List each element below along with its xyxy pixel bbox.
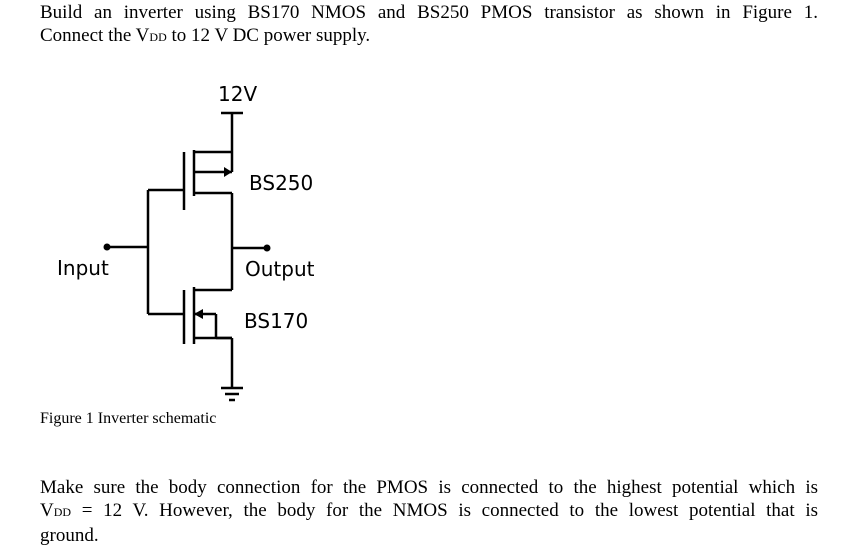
- pmos-label: BS250: [249, 171, 313, 195]
- output-terminal: [263, 244, 271, 252]
- vdd-subscript-2: DD: [53, 505, 72, 519]
- nmos-body-arrow: [194, 309, 203, 319]
- outro-line-3: ground.: [40, 525, 99, 546]
- intro-line-1: Build an inverter using BS170 NMOS and B…: [40, 2, 818, 23]
- pmos-body-arrow: [224, 167, 232, 177]
- intro-line-2-post: to 12 V DC power supply.: [166, 25, 371, 46]
- intro-line-2: Connect the VDD to 12 V DC power supply.: [40, 24, 818, 49]
- vdd-subscript: DD: [149, 30, 167, 44]
- intro-paragraph: Build an inverter using BS170 NMOS and B…: [40, 1, 818, 49]
- outro-line-1: Make sure the body connection for the PM…: [40, 477, 818, 498]
- schematic-wires: [108, 111, 266, 402]
- outro-line-2: VDD = 12 V. However, the body for the NM…: [40, 499, 818, 524]
- intro-line-2-pre: Connect the V: [40, 25, 150, 46]
- supply-label: 12V: [218, 82, 257, 106]
- figure-caption: Figure 1 Inverter schematic: [40, 410, 217, 427]
- nmos-label: BS170: [244, 309, 308, 333]
- outro-paragraph: Make sure the body connection for the PM…: [40, 476, 818, 547]
- outro-line-2-pre: V: [40, 500, 54, 521]
- input-terminal: [103, 243, 111, 251]
- outro-line-2-post: = 12 V. However, the body for the NMOS i…: [71, 500, 818, 521]
- output-label: Output: [245, 257, 315, 281]
- input-label: Input: [57, 256, 109, 280]
